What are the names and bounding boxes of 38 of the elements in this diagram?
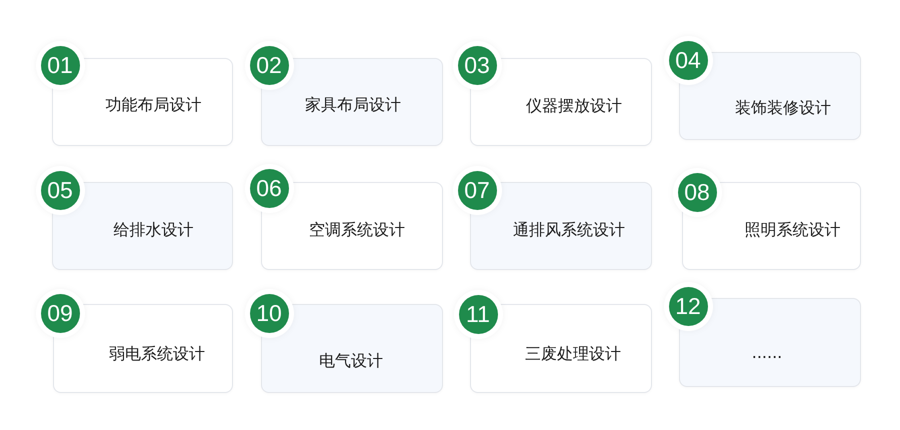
card-title: 电气设计 — [319, 350, 383, 370]
step-number: 04 — [675, 48, 701, 72]
card-title: 照明系统设计 — [744, 220, 840, 240]
card-title: 给排水设计 — [114, 220, 194, 240]
step-number: 05 — [47, 178, 73, 202]
card-title: 仪器摆放设计 — [526, 96, 622, 116]
card-title: 弱电系统设计 — [109, 344, 205, 364]
number-circle — [458, 46, 496, 84]
card-title: 三废处理设计 — [525, 344, 621, 364]
step-number: 06 — [256, 176, 282, 200]
number-circle — [40, 170, 80, 210]
number-circle — [250, 168, 288, 208]
card-title: ...... — [752, 342, 782, 362]
number-circle — [458, 294, 498, 334]
step-number: 11 — [466, 302, 490, 326]
number-circle — [250, 46, 288, 84]
number-circle — [40, 294, 80, 332]
number-circle — [40, 46, 80, 84]
card-title: 家具布局设计 — [305, 95, 401, 115]
step-number: 03 — [464, 54, 490, 76]
step-number: 08 — [684, 180, 710, 204]
step-number: 10 — [256, 302, 282, 324]
number-circle — [678, 172, 716, 212]
number-circle — [250, 294, 288, 332]
number-circle — [668, 286, 708, 326]
card-title: 功能布局设计 — [106, 95, 202, 115]
number-circle — [458, 170, 496, 210]
item-card — [679, 298, 861, 387]
card-title: 空调系统设计 — [309, 220, 405, 240]
step-number: 07 — [464, 178, 490, 202]
step-number: 02 — [256, 54, 282, 76]
number-circle — [668, 40, 708, 80]
card-title: 装饰装修设计 — [735, 98, 831, 118]
item-card — [682, 182, 861, 270]
step-number: 09 — [47, 302, 73, 324]
card-title: 通排风系统设计 — [513, 220, 625, 240]
step-number: 01 — [47, 54, 73, 76]
step-number: 12 — [675, 294, 701, 318]
